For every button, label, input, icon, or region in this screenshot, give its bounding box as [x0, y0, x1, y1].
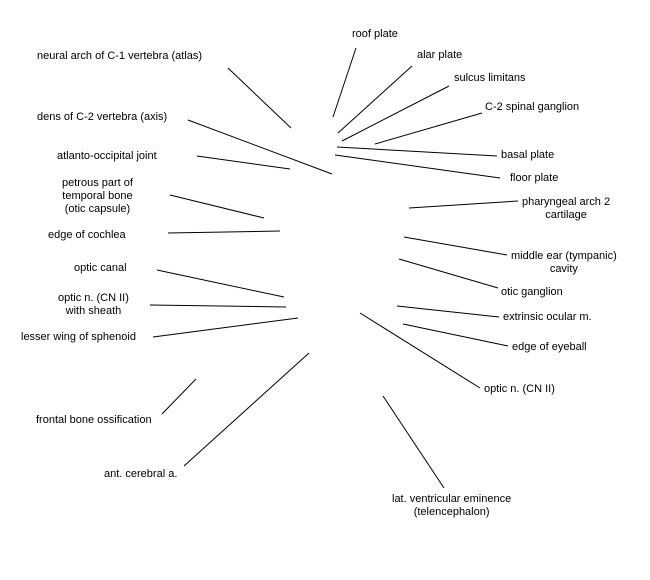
label-optic-n-right: optic n. (CN II): [484, 383, 555, 395]
label-otic-ganglion: otic ganglion: [501, 286, 563, 298]
leader-roof-plate: [332, 47, 357, 118]
label-pharyngeal-arch: pharyngeal arch 2 cartilage: [522, 196, 611, 221]
label-optic-canal: optic canal: [74, 262, 127, 274]
label-dens: dens of C-2 vertebra (axis): [37, 111, 168, 123]
label-basal-plate: basal plate: [501, 149, 555, 161]
label-ant-cerebral: ant. cerebral a.: [104, 468, 178, 480]
leader-ant-cerebral: [183, 352, 310, 467]
label-atlanto-occipital: atlanto-occipital joint: [57, 150, 157, 162]
leader-alar-plate: [337, 65, 413, 134]
label-c2-spinal-ganglion: C-2 spinal ganglion: [485, 101, 580, 113]
leader-optic-canal: [156, 269, 285, 298]
label-sulcus-limitans: sulcus limitans: [454, 72, 526, 84]
leader-extrinsic-ocular: [396, 305, 500, 318]
label-optic-n-sheath: optic n. (CN II) with sheath: [58, 292, 129, 317]
leader-neural-arch: [227, 67, 292, 129]
leader-c2-spinal-ganglion: [374, 112, 483, 145]
leader-floor-plate: [334, 154, 501, 179]
label-cochlea: edge of cochlea: [48, 229, 126, 241]
leader-lesser-wing: [152, 317, 299, 338]
label-alar-plate: alar plate: [417, 49, 463, 61]
leader-petrous: [169, 194, 265, 219]
leader-sulcus-limitans: [341, 85, 450, 142]
leader-cochlea: [167, 230, 281, 234]
label-edge-of-eyeball: edge of eyeball: [512, 341, 587, 353]
label-extrinsic-ocular: extrinsic ocular m.: [503, 311, 592, 323]
leader-otic-ganglion: [398, 258, 499, 289]
leader-lat-ventricular: [382, 395, 445, 489]
label-floor-plate: floor plate: [510, 172, 559, 184]
leader-optic-n-sheath: [149, 304, 287, 308]
label-frontal-bone: frontal bone ossification: [36, 414, 152, 426]
label-lat-ventricular: lat. ventricular eminence (telencephalon…: [392, 493, 512, 518]
leader-dens: [187, 119, 333, 175]
leader-pharyngeal-arch: [408, 200, 519, 209]
label-lesser-wing: lesser wing of sphenoid: [21, 331, 136, 343]
label-middle-ear: middle ear (tympanic) cavity: [511, 250, 617, 275]
label-petrous: petrous part of temporal bone (otic caps…: [62, 177, 133, 215]
leader-optic-n-right: [359, 312, 481, 389]
leader-atlanto-occipital: [196, 155, 291, 170]
leader-edge-of-eyeball: [402, 323, 509, 347]
label-neural-arch: neural arch of C-1 vertebra (atlas): [37, 50, 203, 62]
label-roof-plate: roof plate: [352, 28, 398, 40]
leader-frontal-bone: [161, 378, 197, 415]
leader-basal-plate: [336, 146, 498, 157]
leader-middle-ear: [403, 236, 508, 256]
